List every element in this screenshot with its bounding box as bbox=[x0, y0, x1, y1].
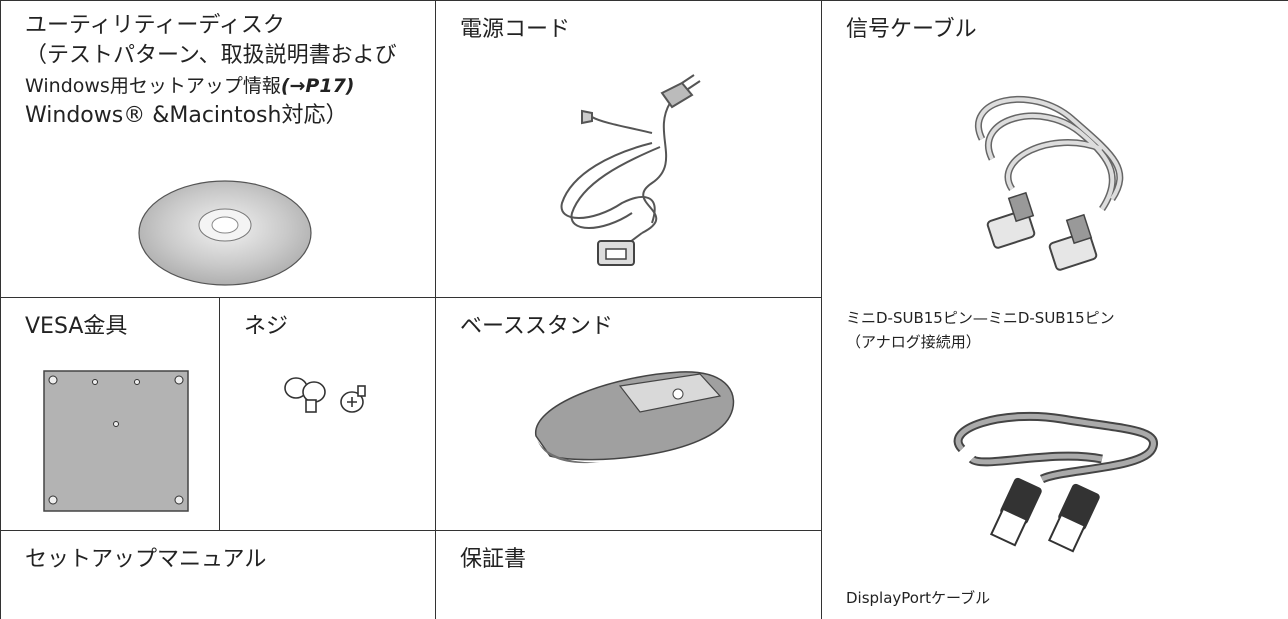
utility-disk-title: ユーティリティーディスク bbox=[25, 13, 285, 38]
cell-setup-manual: セットアップマニュアル bbox=[0, 531, 436, 619]
page-reference-link[interactable]: (→P17) bbox=[280, 75, 355, 97]
power-cord-icon bbox=[560, 74, 701, 266]
warranty-title: 保証書 bbox=[460, 547, 527, 572]
setup-manual-title: セットアップマニュアル bbox=[25, 547, 267, 572]
cd-disc-icon bbox=[138, 180, 312, 286]
displayport-caption: DisplayPortケーブル bbox=[846, 589, 991, 607]
cell-warranty: 保証書 bbox=[436, 531, 822, 619]
utility-disk-line4: Windows® &Macintosh対応） bbox=[25, 103, 348, 128]
utility-disk-line3: Windows用セットアップ情報 bbox=[25, 75, 281, 97]
power-cord-title: 電源コード bbox=[460, 17, 571, 42]
screw-icon bbox=[284, 377, 366, 413]
cell-power-cord: 電源コード bbox=[436, 0, 822, 298]
cell-signal-cable: 信号ケーブル ミニD-SUB15ピン—ミニD-SUB15ピン （アナログ接続用） bbox=[822, 0, 1288, 619]
cell-utility-disk: ユーティリティーディスク （テストパターン、取扱説明書および Windows用セ… bbox=[0, 0, 436, 298]
cell-vesa: VESA金具 bbox=[0, 298, 220, 531]
dsub-cable-icon bbox=[975, 95, 1124, 271]
dsub-subcaption: （アナログ接続用） bbox=[846, 333, 981, 351]
signal-cable-title: 信号ケーブル bbox=[846, 17, 977, 42]
utility-disk-text: ユーティリティーディスク （テストパターン、取扱説明書および Windows用セ… bbox=[25, 11, 397, 131]
utility-disk-line2: （テストパターン、取扱説明書および bbox=[25, 43, 397, 68]
base-stand-icon bbox=[535, 371, 735, 464]
cell-base-stand: ベーススタンド bbox=[436, 298, 822, 531]
vesa-title: VESA金具 bbox=[25, 314, 128, 339]
screw-title: ネジ bbox=[244, 314, 289, 339]
displayport-cable-icon bbox=[953, 411, 1158, 553]
dsub-caption: ミニD-SUB15ピン—ミニD-SUB15ピン bbox=[846, 309, 1115, 327]
vesa-plate-icon bbox=[43, 370, 189, 512]
cell-screw: ネジ bbox=[220, 298, 436, 531]
base-stand-title: ベーススタンド bbox=[460, 314, 613, 339]
